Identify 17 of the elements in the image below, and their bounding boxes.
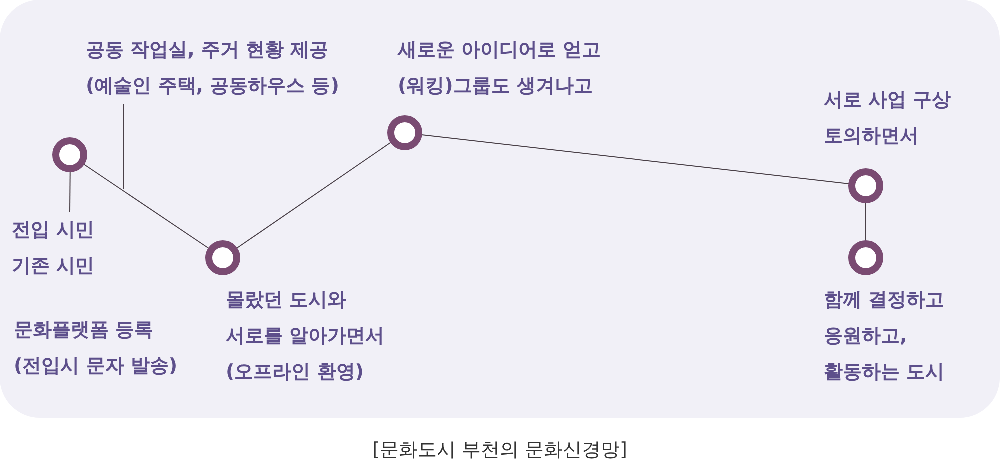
ring-marker [52, 137, 88, 173]
ring-marker [848, 240, 884, 276]
ring-marker [848, 168, 884, 204]
ring-marker [387, 115, 423, 151]
node-caption: 함께 결정하고 응원하고, 활동하는 도시 [824, 288, 946, 385]
node-text: 공동 작업실, 주거 현황 제공 (예술인 주택, 공동하우스 등) [86, 38, 340, 99]
node-text: 전입 시민 기존 시민 [12, 218, 96, 279]
leader-line [70, 172, 71, 212]
node-caption: 새로운 아이디어로 얻고 (워킹)그룹도 생겨나고 [398, 38, 602, 99]
node-caption: 서로 사업 구상 토의하면서 [824, 88, 952, 149]
connector-line [236, 142, 392, 249]
connector-line [84, 164, 210, 249]
connector-line [421, 134, 850, 185]
note-text: 문화플랫폼 등록 (전입시 문자 발송) [14, 318, 179, 379]
caption: [문화도시 부천의 문화신경망] [372, 438, 628, 463]
ring-marker [205, 240, 241, 276]
node-caption: 몰랐던 도시와 서로를 알아가면서 (오프라인 환영) [226, 288, 386, 385]
